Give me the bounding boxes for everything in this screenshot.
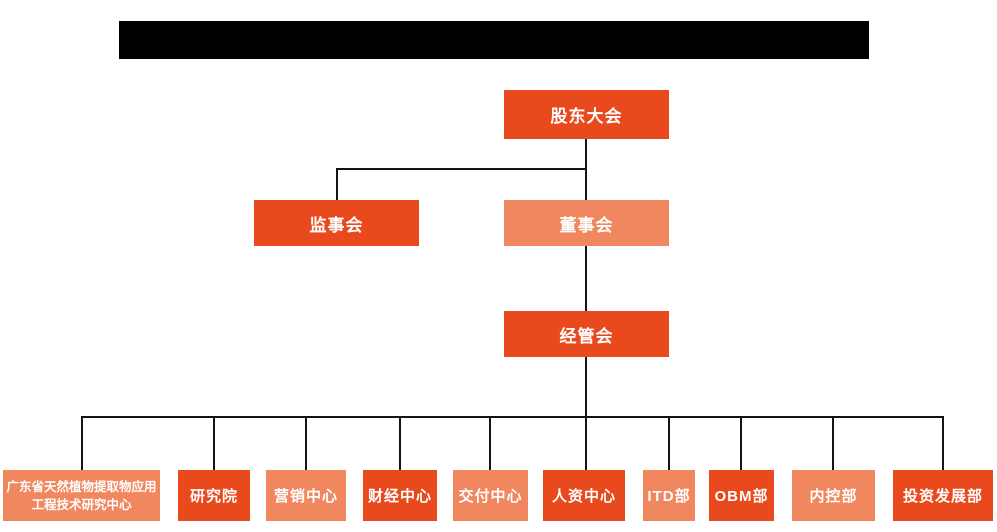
org-node-finance-center: 财经中心 bbox=[363, 470, 437, 521]
org-node-obm-department: OBM部 bbox=[709, 470, 774, 521]
connector-line bbox=[585, 357, 587, 470]
connector-line bbox=[942, 416, 944, 470]
org-node-hr-center: 人资中心 bbox=[543, 470, 625, 521]
org-node-delivery-center: 交付中心 bbox=[453, 470, 528, 521]
org-node-research-center: 广东省天然植物提取物应用工程技术研究中心 bbox=[3, 470, 160, 521]
connector-line bbox=[740, 416, 742, 470]
org-node-investment-development-department: 投资发展部 bbox=[893, 470, 993, 521]
connector-line bbox=[399, 416, 401, 470]
redacted-title-bar bbox=[119, 21, 869, 59]
connector-line bbox=[585, 246, 587, 311]
org-node-itd-department: ITD部 bbox=[643, 470, 695, 521]
connector-line bbox=[832, 416, 834, 470]
connector-line bbox=[668, 416, 670, 470]
org-node-marketing-center: 营销中心 bbox=[266, 470, 346, 521]
org-node-research-institute: 研究院 bbox=[178, 470, 250, 521]
org-node-internal-control-department: 内控部 bbox=[792, 470, 875, 521]
connector-line bbox=[81, 416, 943, 418]
connector-line bbox=[336, 168, 587, 170]
org-node-board-of-directors: 董事会 bbox=[504, 200, 669, 246]
connector-line bbox=[336, 168, 338, 200]
org-node-management-committee: 经管会 bbox=[504, 311, 669, 357]
org-node-shareholders-meeting: 股东大会 bbox=[504, 90, 669, 139]
connector-line bbox=[213, 416, 215, 470]
connector-line bbox=[305, 416, 307, 470]
org-node-supervisory-board: 监事会 bbox=[254, 200, 419, 246]
connector-line bbox=[489, 416, 491, 470]
connector-line bbox=[81, 416, 83, 470]
